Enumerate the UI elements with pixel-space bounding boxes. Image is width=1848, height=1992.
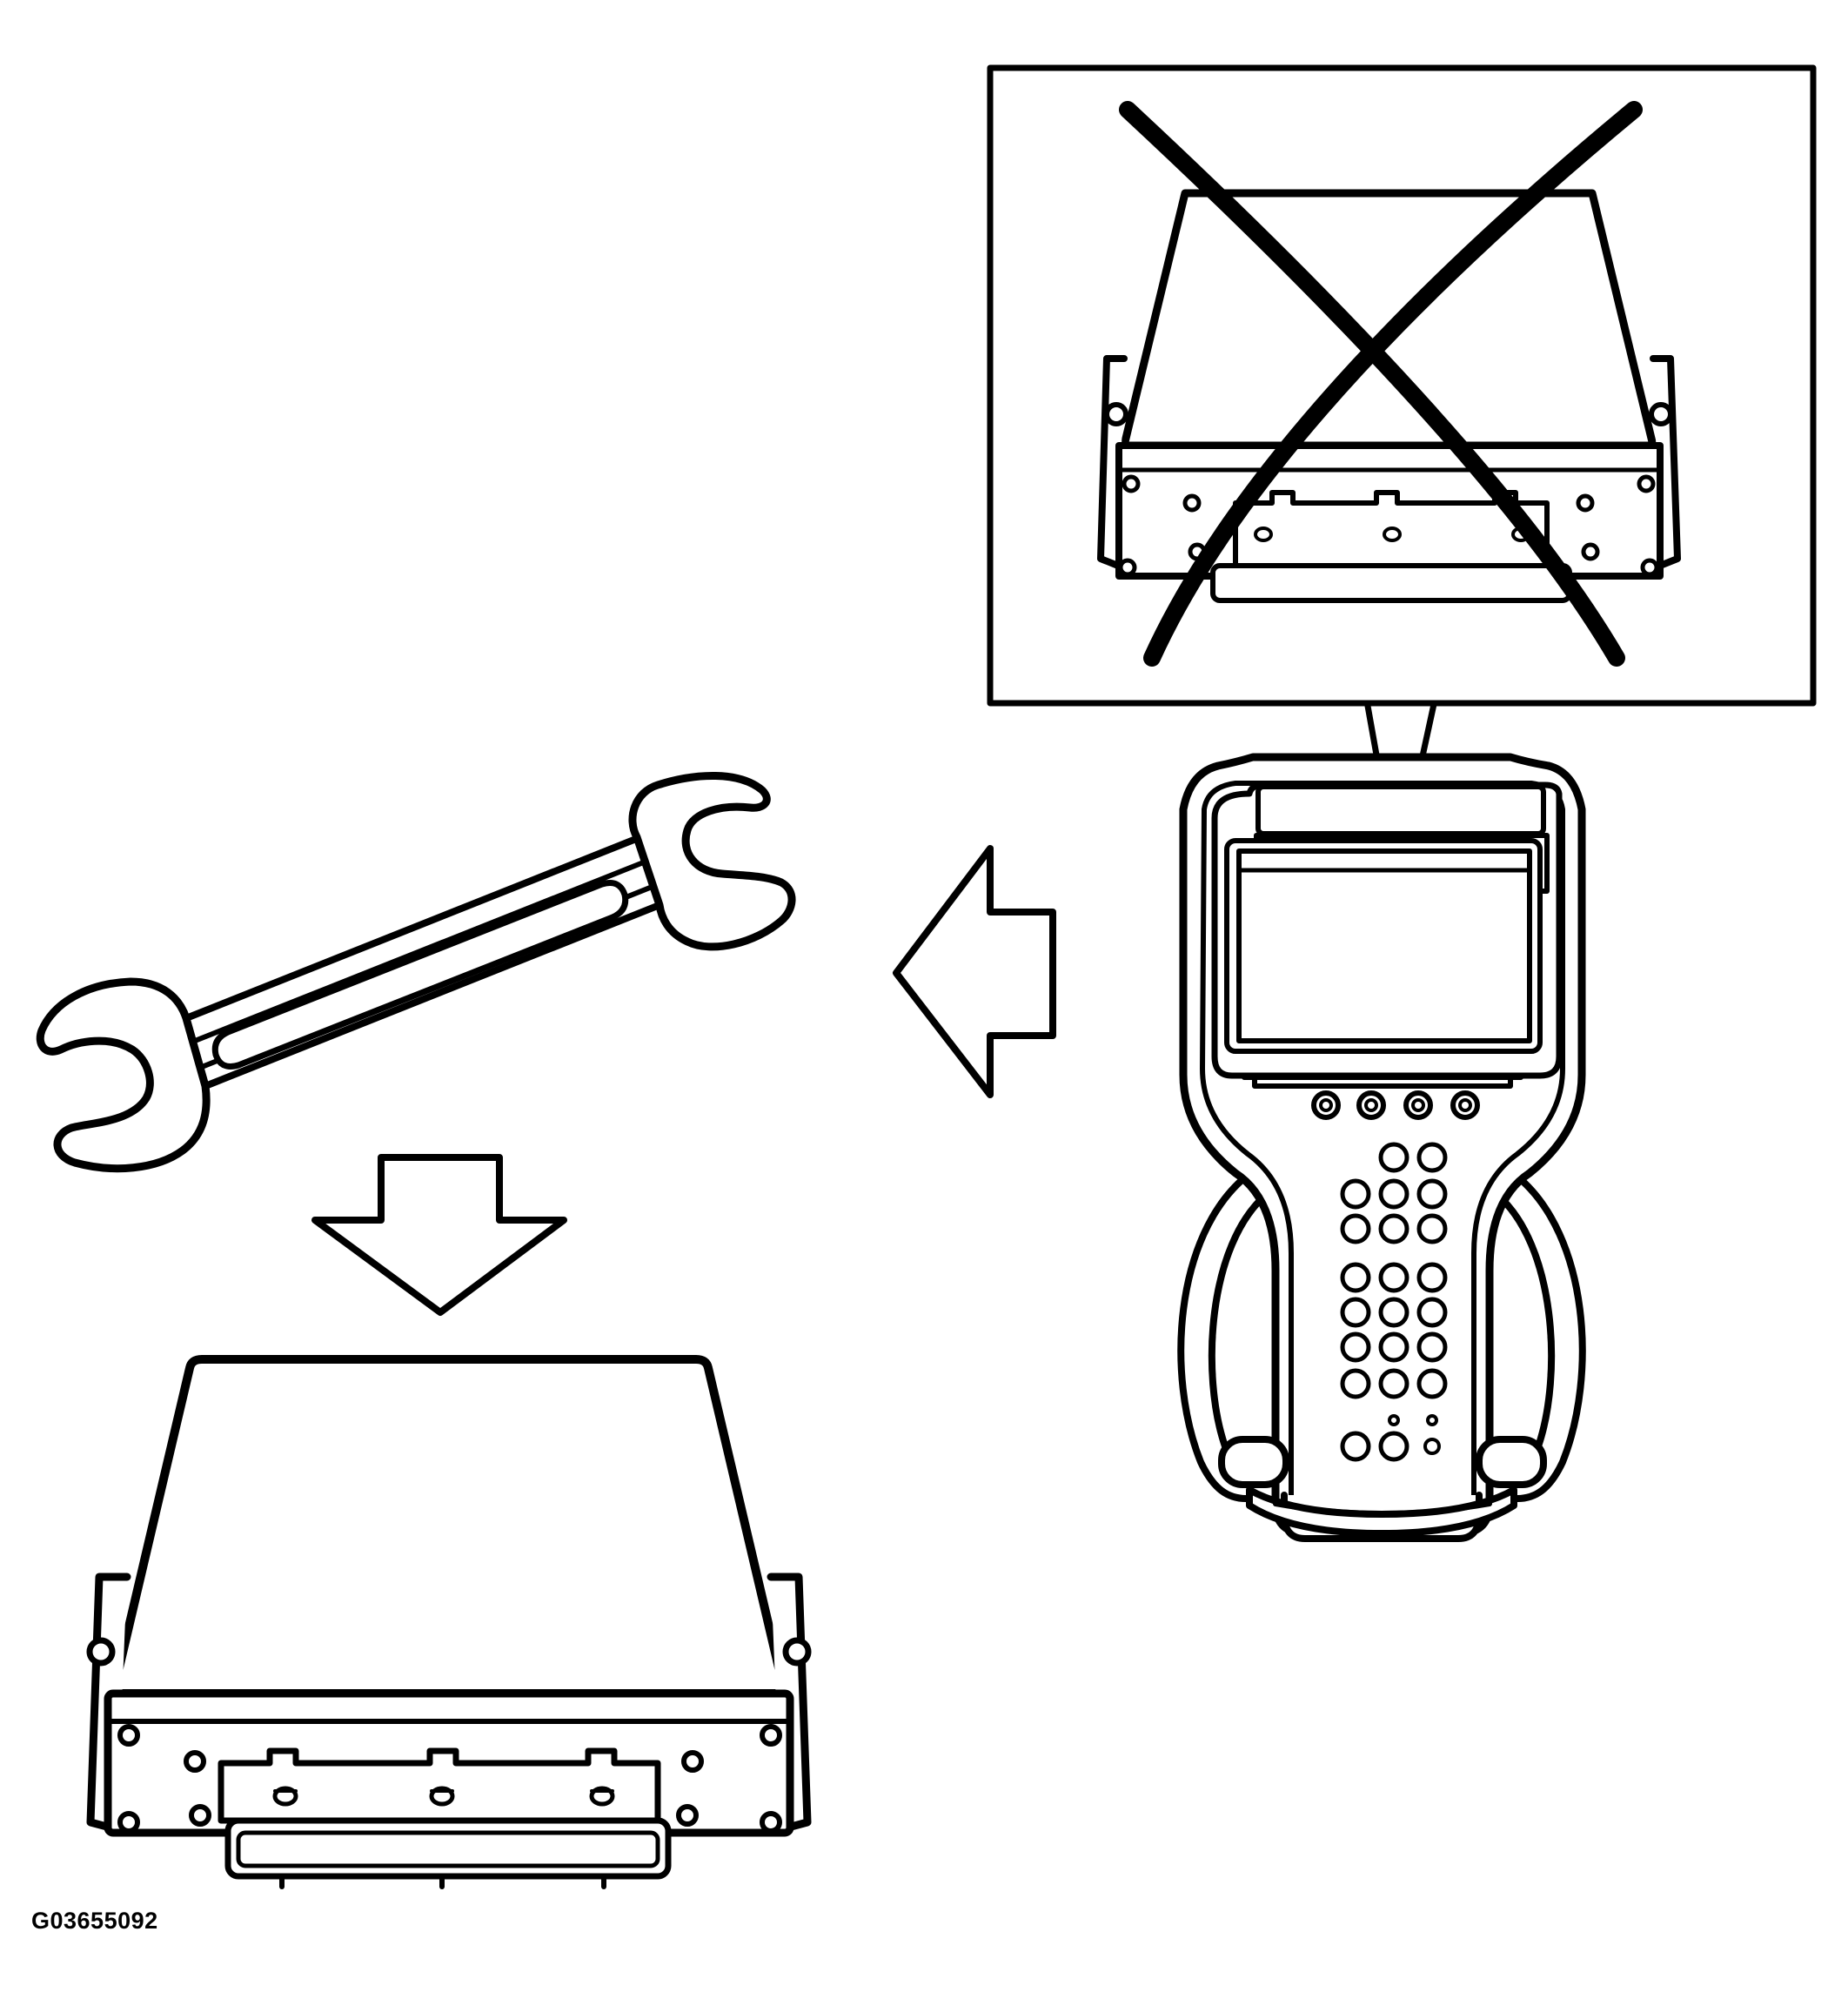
figure-id-label: G03655092 — [31, 1908, 158, 1934]
cross-out-mark — [1119, 101, 1643, 667]
crossed-out-module-icon — [1097, 189, 1681, 603]
arrow-left-icon — [893, 845, 1056, 1098]
control-module-icon — [86, 1355, 812, 1889]
keypad — [1340, 1142, 1448, 1462]
function-buttons — [1311, 1090, 1480, 1120]
open-end-wrench-icon — [36, 772, 796, 1173]
arrow-down-icon — [311, 1154, 567, 1316]
crossed-module-callout — [987, 64, 1817, 875]
scan-tool-icon — [1177, 753, 1586, 1542]
